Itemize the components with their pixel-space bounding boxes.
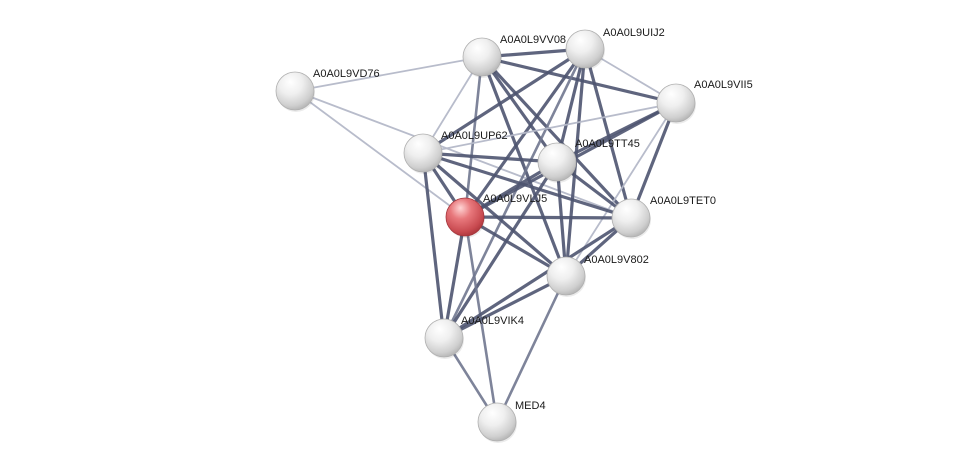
- edge-A0A0L9VD76-A0A0L9VLJ5[interactable]: [294, 90, 466, 218]
- edge-A0A0L9VII5-A0A0L9UP62[interactable]: [422, 102, 677, 154]
- node-label: A0A0L9V802: [584, 254, 649, 266]
- node-label: A0A0L9VV08: [500, 34, 566, 46]
- edge-A0A0L9V802-MED4[interactable]: [495, 274, 568, 424]
- edge-A0A0L9UP62-A0A0L9VIK4[interactable]: [421, 151, 446, 340]
- edge-A0A0L9UIJ2-A0A0L9TT45[interactable]: [555, 47, 587, 164]
- edge-A0A0L9VV08-A0A0L9TT45[interactable]: [480, 55, 559, 164]
- node-label: MED4: [515, 400, 546, 412]
- node-sphere[interactable]: [403, 133, 443, 173]
- node-label: A0A0L9UIJ2: [603, 27, 665, 39]
- node-label: A0A0L9VII5: [694, 79, 753, 91]
- edges-layer: [294, 47, 678, 424]
- node-sphere[interactable]: [656, 83, 696, 123]
- edge-A0A0L9VV08-A0A0L9VII5[interactable]: [480, 55, 678, 105]
- node-label: A0A0L9VIK4: [461, 315, 524, 327]
- nodes-layer: A0A0L9VD76 A0A0L9VV08 A0A0L9UIJ2A0A0L9VII5…: [275, 27, 753, 443]
- node-sphere[interactable]: [275, 71, 315, 111]
- edge-A0A0L9VLJ5-A0A0L9VIK4[interactable]: [442, 215, 467, 340]
- edge-A0A0L9VLJ5-A0A0L9TET0[interactable]: [463, 215, 633, 220]
- node-sphere[interactable]: [611, 198, 651, 238]
- node-A0A0L9VD76[interactable]: A0A0L9VD76: [275, 68, 380, 112]
- node-sphere[interactable]: [462, 37, 502, 77]
- node-sphere[interactable]: [546, 256, 586, 296]
- edge-A0A0L9TET0-A0A0L9VIK4[interactable]: [442, 216, 633, 340]
- node-A0A0L9VLJ5[interactable]: A0A0L9VLJ5: [445, 193, 547, 238]
- node-sphere[interactable]: [424, 318, 464, 358]
- edge-A0A0L9UP62-A0A0L9V802[interactable]: [421, 151, 568, 278]
- node-A0A0L9VII5[interactable]: A0A0L9VII5: [656, 79, 753, 124]
- node-MED4[interactable]: MED4: [477, 400, 546, 443]
- edge-A0A0L9VII5-A0A0L9TET0[interactable]: [629, 101, 678, 220]
- edge-A0A0L9VD76-A0A0L9VV08[interactable]: [294, 56, 483, 92]
- node-sphere[interactable]: [537, 142, 577, 182]
- edge-A0A0L9TT45-A0A0L9VIK4[interactable]: [442, 160, 559, 340]
- node-A0A0L9UIJ2[interactable]: A0A0L9UIJ2: [565, 27, 665, 70]
- node-label: A0A0L9TT45: [575, 138, 640, 150]
- edge-A0A0L9UP62-A0A0L9TET0[interactable]: [421, 151, 633, 220]
- node-sphere[interactable]: [565, 29, 605, 69]
- edge-A0A0L9VV08-A0A0L9V802[interactable]: [480, 55, 568, 278]
- node-A0A0L9TT45[interactable]: A0A0L9TT45: [537, 138, 640, 183]
- node-label: A0A0L9UP62: [441, 130, 508, 142]
- edge-A0A0L9VLJ5-A0A0L9V802[interactable]: [463, 215, 568, 278]
- node-A0A0L9VIK4[interactable]: A0A0L9VIK4: [424, 315, 524, 359]
- node-label: A0A0L9TET0: [650, 195, 716, 207]
- node-sphere[interactable]: [477, 402, 517, 442]
- edge-A0A0L9VV08-A0A0L9TET0[interactable]: [480, 55, 633, 220]
- edge-A0A0L9UP62-A0A0L9TT45[interactable]: [421, 151, 559, 164]
- query-node-sphere[interactable]: [445, 197, 485, 237]
- node-label: A0A0L9VLJ5: [483, 193, 547, 205]
- edge-A0A0L9V802-A0A0L9VIK4[interactable]: [442, 274, 568, 340]
- node-A0A0L9UP62[interactable]: A0A0L9UP62: [403, 130, 508, 174]
- edge-A0A0L9UIJ2-A0A0L9TET0[interactable]: [583, 47, 633, 220]
- edge-A0A0L9UIJ2-A0A0L9VIK4[interactable]: [442, 47, 587, 340]
- node-A0A0L9V802[interactable]: A0A0L9V802: [546, 254, 649, 297]
- node-A0A0L9TET0[interactable]: A0A0L9TET0: [611, 195, 716, 239]
- node-A0A0L9VV08[interactable]: A0A0L9VV08: [462, 34, 566, 78]
- edge-A0A0L9UIJ2-A0A0L9UP62[interactable]: [421, 47, 587, 155]
- node-label: A0A0L9VD76: [313, 68, 380, 80]
